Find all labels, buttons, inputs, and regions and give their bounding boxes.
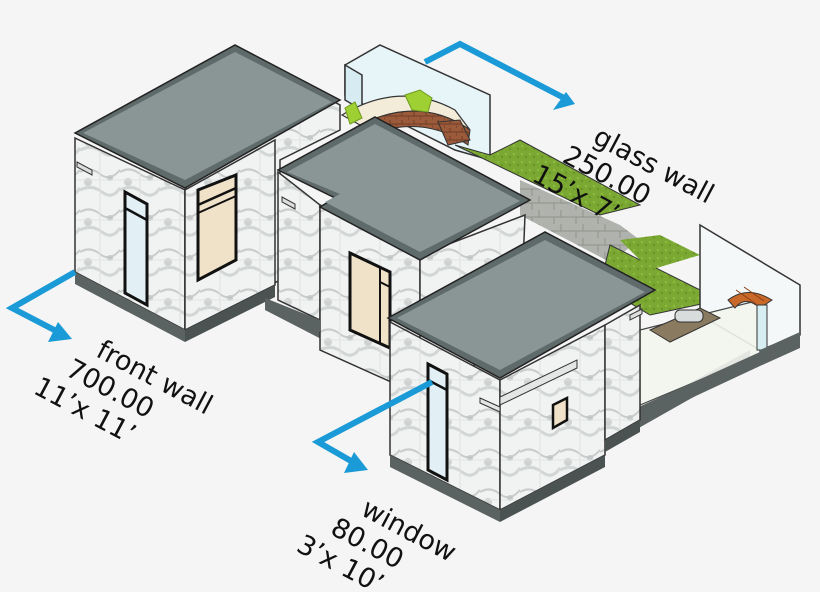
middle-unit-door — [348, 250, 392, 351]
left-unit — [73, 44, 342, 342]
pergola — [727, 286, 773, 351]
front-unit-window — [426, 361, 449, 483]
left-unit-window — [196, 172, 238, 283]
front-wall-arrow — [5, 269, 77, 342]
left-unit-door — [123, 189, 149, 308]
front-unit — [386, 231, 657, 522]
window-arrow — [311, 379, 434, 473]
glass-wall-arrow — [423, 40, 575, 110]
courtyard — [340, 44, 801, 436]
curved-bench — [340, 89, 471, 146]
outdoor-grill — [648, 307, 722, 343]
